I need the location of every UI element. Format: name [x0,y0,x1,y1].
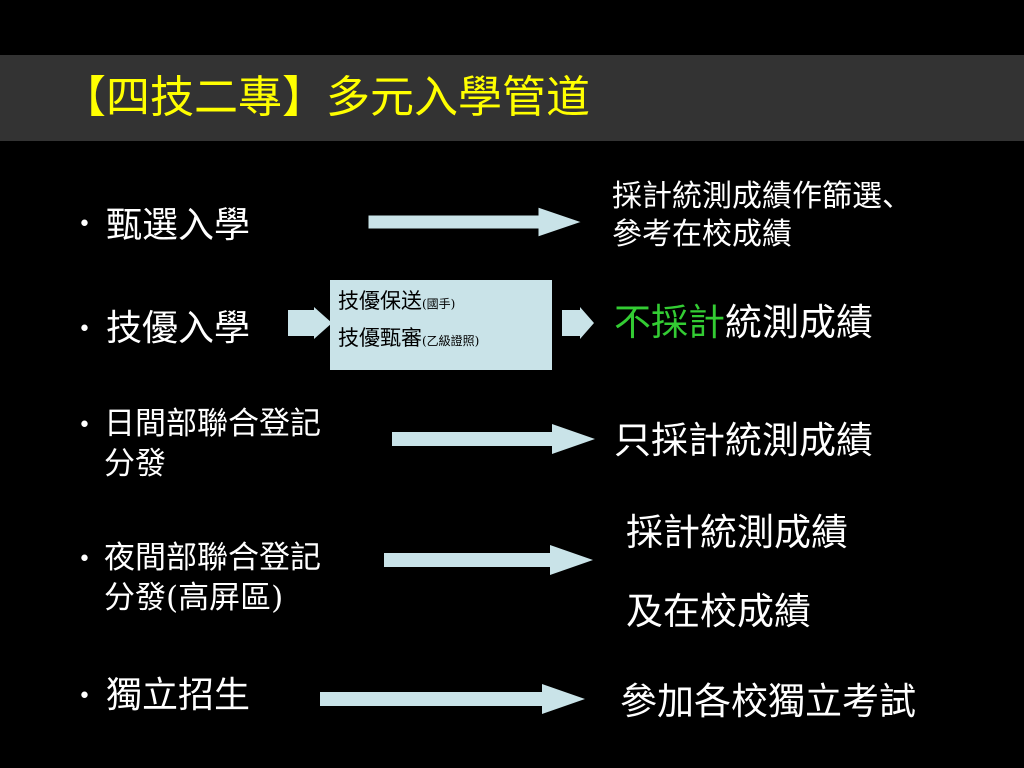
box-line2-note: (乙級證照) [422,334,480,348]
item-independent-admission: 獨立招生 [106,675,251,716]
item-night-registration: 夜間部聯合登記 分發(高屏區) [104,538,321,618]
result-night-line1: 採計統測成績 [626,511,848,554]
item-night-registration-line2: 分發(高屏區) [104,580,284,616]
item-selection-admission: 甄選入學 [106,205,251,246]
item-day-registration: 日間部聯合登記 分發 [104,404,321,484]
bullet: • [78,547,91,572]
result-night-line2: 及在校成績 [626,590,811,633]
item-skill-admission: 技優入學 [106,308,251,349]
arrow-small-left [288,307,332,339]
box-line1: 技優保送(國手) [338,284,552,321]
bullet: • [78,684,91,709]
item-night-registration-line1: 夜間部聯合登記 [104,540,321,576]
arrow-1 [367,206,584,238]
result-day: 只採計統測成績 [614,419,873,462]
bullet: • [78,413,91,438]
bullet: • [78,212,91,237]
box-line1-note: (國手) [422,297,456,311]
box-line2: 技優甄審(乙級證照) [338,321,552,358]
item-day-registration-line1: 日間部聯合登記 [104,406,321,442]
box-line2-text: 技優甄審 [338,326,422,350]
result-skill-rest: 統測成績 [725,301,873,344]
skill-admission-box: 技優保送(國手) 技優甄審(乙級證照) [330,280,552,370]
result-selection-line2: 參考在校成績 [612,217,792,252]
result-skill: 不採計統測成績 [614,300,873,346]
title-bar [0,55,1024,141]
result-selection: 採計統測成績作篩選、 參考在校成績 [612,178,912,254]
box-line1-text: 技優保送 [338,289,422,313]
item-day-registration-line2: 分發 [104,446,166,482]
arrow-small-right [562,307,594,339]
result-independent: 參加各校獨立考試 [620,680,916,723]
page-title: 【四技二專】多元入學管道 [62,72,590,123]
result-selection-line1: 採計統測成績作篩選、 [612,179,912,214]
arrow-5 [320,684,585,714]
bullet: • [78,317,91,342]
result-skill-green: 不採計 [614,301,725,344]
arrow-4 [384,545,593,575]
arrow-3 [392,424,595,454]
